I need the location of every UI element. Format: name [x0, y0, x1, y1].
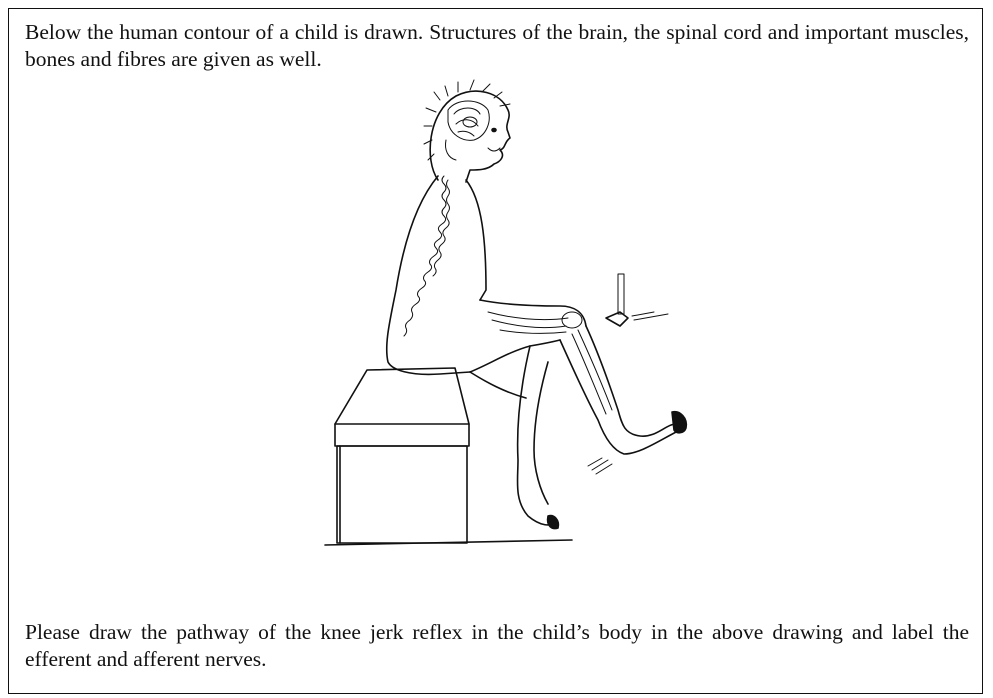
motion-lines [588, 458, 612, 474]
stool [335, 368, 469, 543]
spinal-cord [404, 176, 446, 336]
reflex-hammer [606, 274, 668, 326]
child-head [424, 80, 510, 182]
child-body [387, 176, 687, 529]
